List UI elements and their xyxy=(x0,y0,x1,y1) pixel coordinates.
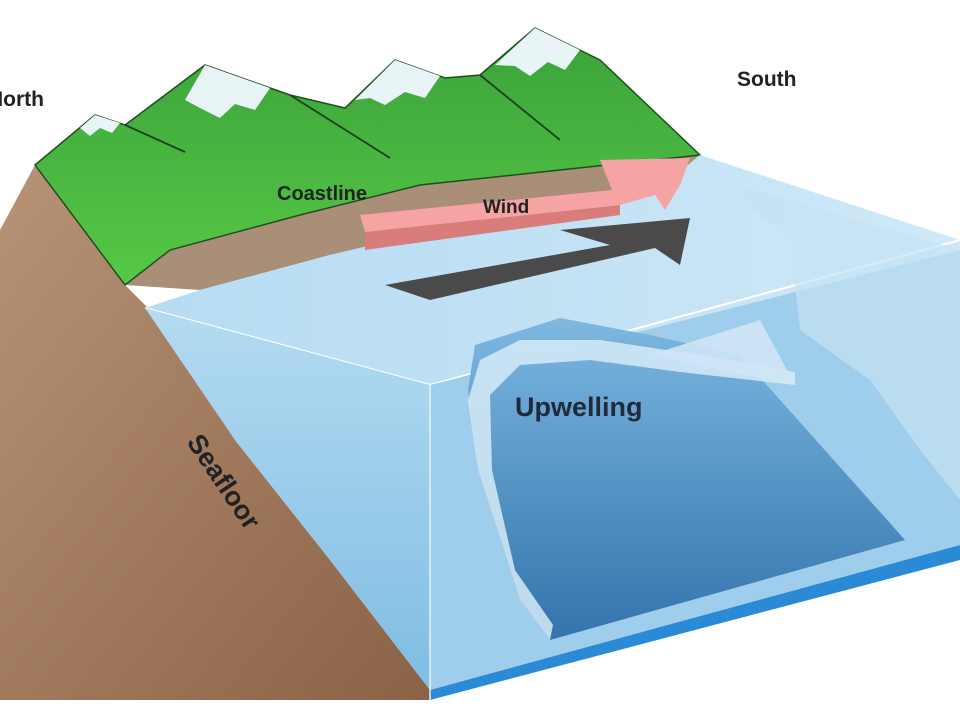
label-coastline: Coastline xyxy=(277,183,367,205)
snow-cap-2 xyxy=(185,65,270,118)
label-wind: Wind xyxy=(483,197,529,218)
snow-cap-3 xyxy=(355,60,440,105)
surface-current-arrow-icon xyxy=(385,218,690,300)
far-side-slope xyxy=(720,180,960,500)
upwelling-arrowhead xyxy=(650,320,795,385)
snow-cap-1 xyxy=(80,115,120,136)
ocean-side-face xyxy=(145,308,430,690)
snow-cap-4 xyxy=(495,28,580,76)
wind-arrow-side xyxy=(365,205,620,250)
mountain-ridge-lines xyxy=(124,74,561,159)
seafloor-slope xyxy=(0,165,430,700)
label-upwelling: Upwelling xyxy=(515,392,643,422)
label-south: South xyxy=(737,68,796,91)
ocean-bottom-edge xyxy=(430,545,960,700)
deep-water-zone xyxy=(468,318,905,640)
label-north: North xyxy=(0,88,44,111)
wind-arrow-icon xyxy=(360,158,690,232)
